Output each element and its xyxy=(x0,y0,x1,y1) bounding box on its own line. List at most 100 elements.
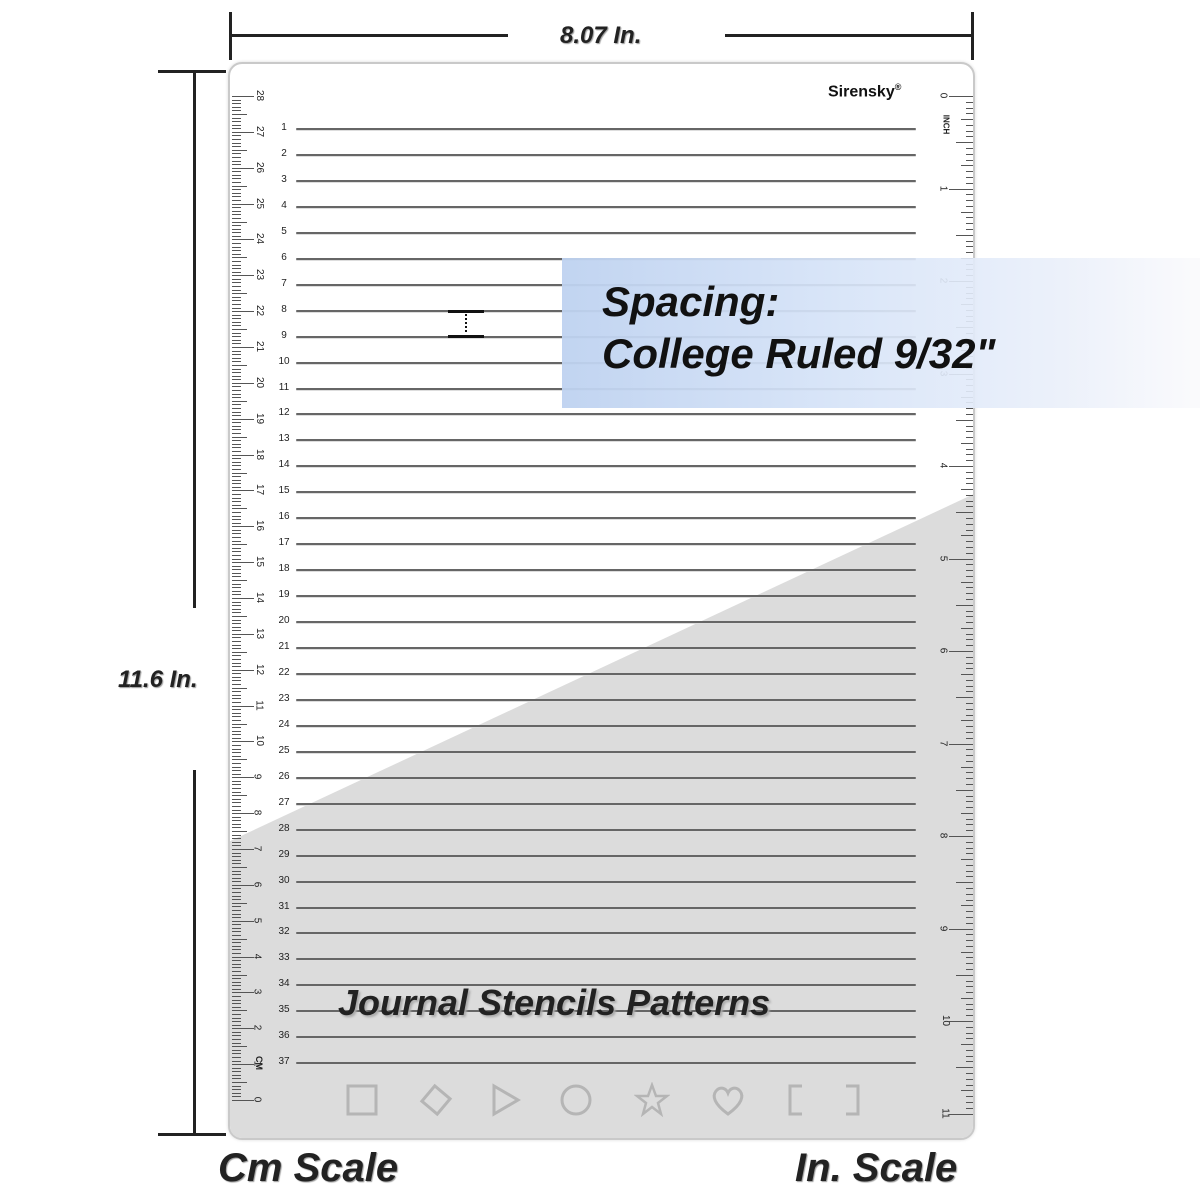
line-number: 11 xyxy=(278,381,290,393)
inch-tick xyxy=(966,847,973,849)
cm-tick xyxy=(232,526,254,528)
cm-tick xyxy=(232,619,241,621)
inch-tick xyxy=(966,1096,973,1098)
cm-tick xyxy=(232,128,241,130)
cm-tick xyxy=(232,902,247,904)
cm-tick xyxy=(232,142,241,144)
inch-tick xyxy=(966,795,973,797)
cm-tick xyxy=(232,805,241,807)
inch-number: 9 xyxy=(937,925,949,931)
inch-tick xyxy=(956,142,973,144)
inch-tick xyxy=(966,893,973,895)
inch-tick xyxy=(961,674,973,676)
footer-title: Journal Stencils Patterns xyxy=(338,982,771,1023)
cm-tick xyxy=(232,996,241,997)
cm-tick xyxy=(232,443,241,445)
cm-tick xyxy=(232,712,241,714)
inch-tick xyxy=(966,934,973,936)
cm-tick xyxy=(232,884,254,886)
inch-tick xyxy=(966,818,973,820)
cm-tick xyxy=(232,135,241,137)
width-label: 8.07 In. xyxy=(560,22,642,49)
cm-tick xyxy=(232,798,241,800)
cm-tick xyxy=(232,293,247,295)
ruled-line xyxy=(296,231,916,234)
cm-tick xyxy=(232,411,241,413)
inch-tick xyxy=(961,1044,973,1046)
cm-tick xyxy=(232,210,241,212)
inch-tick xyxy=(966,888,973,890)
cm-number: 27 xyxy=(254,125,266,137)
cm-tick xyxy=(232,852,241,854)
cm-tick xyxy=(232,734,241,736)
cm-tick xyxy=(232,393,241,395)
cm-tick xyxy=(232,709,241,711)
inch-tick xyxy=(961,951,973,953)
height-label: 11.6 In. xyxy=(118,666,198,693)
height-dimension-tick-top xyxy=(158,70,226,73)
cm-tick xyxy=(232,927,241,929)
inch-tick xyxy=(949,188,973,190)
cm-tick xyxy=(232,207,241,209)
inch-tick xyxy=(956,234,973,236)
width-dimension-tick-right xyxy=(971,12,974,60)
cm-tick xyxy=(232,870,241,872)
cm-tick xyxy=(232,282,241,284)
line-number: 26 xyxy=(278,770,290,782)
cm-tick xyxy=(232,171,241,173)
cm-tick xyxy=(232,300,241,302)
cm-tick xyxy=(232,831,247,833)
inch-tick xyxy=(966,240,973,242)
cm-tick xyxy=(232,354,241,356)
cm-tick xyxy=(232,719,241,721)
line-number: 1 xyxy=(281,122,287,133)
cm-tick xyxy=(232,257,247,259)
inch-tick xyxy=(956,604,973,606)
cm-tick xyxy=(232,687,247,689)
cm-tick xyxy=(232,565,241,567)
cm-tick xyxy=(232,483,241,485)
cm-tick xyxy=(232,594,241,596)
cm-tick xyxy=(232,228,241,230)
cm-tick xyxy=(232,433,241,435)
cm-number: 26 xyxy=(254,161,266,173)
inch-tick xyxy=(966,1101,973,1103)
cm-tick xyxy=(232,1017,241,1019)
cm-tick xyxy=(232,705,254,707)
cm-tick xyxy=(232,515,241,517)
cm-tick xyxy=(232,547,241,549)
cm-tick xyxy=(232,881,241,883)
cm-tick xyxy=(232,422,241,424)
cm-tick xyxy=(232,1013,241,1015)
cm-tick xyxy=(232,96,254,97)
line-number: 32 xyxy=(278,926,290,938)
inch-tick xyxy=(956,974,973,976)
inch-tick xyxy=(949,836,973,837)
cm-tick xyxy=(232,264,241,266)
inch-tick xyxy=(966,1038,973,1040)
line-number: 21 xyxy=(278,641,290,652)
inch-tick xyxy=(961,997,973,999)
inch-tick xyxy=(961,211,973,213)
inch-tick xyxy=(966,737,973,739)
inch-tick xyxy=(966,477,973,479)
cm-tick xyxy=(232,569,241,571)
line-number: 6 xyxy=(281,251,287,263)
cm-tick xyxy=(232,1024,241,1026)
cm-tick xyxy=(232,1071,241,1073)
inch-tick xyxy=(966,957,973,959)
cm-tick xyxy=(232,752,241,754)
cm-number: 21 xyxy=(254,340,266,353)
cm-tick xyxy=(232,698,241,700)
cm-tick xyxy=(232,877,241,879)
ruled-line xyxy=(296,906,916,909)
inch-tick xyxy=(949,1021,973,1022)
inch-tick xyxy=(966,662,973,664)
cm-number: 17 xyxy=(254,484,266,496)
inch-tick xyxy=(966,703,973,705)
inch-number: 6 xyxy=(937,647,949,654)
cm-tick xyxy=(232,590,241,592)
cm-tick xyxy=(232,1039,241,1041)
cm-tick xyxy=(232,537,241,539)
cm-tick xyxy=(232,185,247,187)
